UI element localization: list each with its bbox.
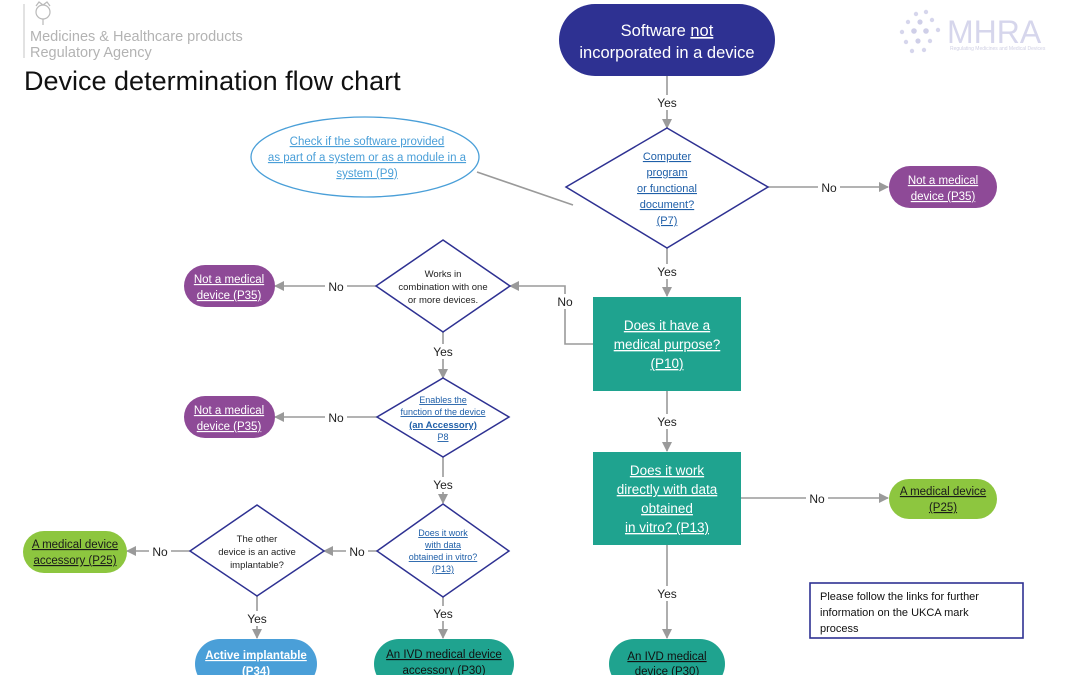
ai-line1: The other [237, 534, 278, 545]
cp-line5[interactable]: (P7) [657, 215, 678, 227]
accessory-result-node[interactable]: A medical device accessory (P25) [23, 531, 127, 573]
ivs-line3[interactable]: obtained in vitro? [409, 552, 478, 562]
active-implantable-decision: The other device is an active implantabl… [188, 504, 326, 597]
works-combination-decision: Works in combination with one or more de… [374, 239, 512, 333]
acc-line2[interactable]: function of the device [400, 407, 485, 417]
edge-label-cp-to-not: No [821, 181, 837, 195]
ivd-device-node[interactable]: An IVD medical device (P30) [609, 639, 725, 675]
edge-label-ivs-to-ivdacc: Yes [433, 607, 453, 621]
acc-line3[interactable]: (an Accessory) [409, 420, 477, 431]
note-line2: information on the UKCA mark [820, 607, 969, 619]
edge-label-ai-to-active: Yes [247, 612, 267, 626]
agency-name-line2: Regulatory Agency [30, 45, 152, 61]
iv-line4[interactable]: in vitro? (P13) [625, 520, 709, 535]
svg-text:Software not: Software not [621, 22, 714, 40]
agency-name-line1: Medicines & Healthcare products [30, 29, 243, 45]
edge-label-ivs-to-ai: No [349, 545, 365, 559]
mhra-logo: MHRA [947, 14, 1042, 50]
wc-line1: Works in [425, 269, 462, 280]
mhra-logo-tagline: Regulating Medicines and Medical Devices [950, 46, 1046, 52]
edge-label-start-to-cp: Yes [657, 96, 677, 110]
edge-system-check-link [476, 171, 574, 206]
not-medical-left1-line2[interactable]: device (P35) [197, 290, 262, 302]
edge-label-wc-to-acc: Yes [433, 345, 453, 359]
iv-line1[interactable]: Does it work [630, 463, 705, 478]
not-medical-device-top[interactable]: Not a medical device (P35) [889, 166, 997, 208]
cp-line3[interactable]: or functional [637, 183, 697, 195]
cp-line4[interactable]: document? [640, 199, 694, 211]
mp-line3[interactable]: (P10) [650, 356, 683, 371]
edge-label-ai-to-accres: No [152, 545, 168, 559]
ivs-line1[interactable]: Does it work [418, 528, 468, 538]
ivs-line4[interactable]: (P13) [432, 564, 454, 574]
mhra-dots-logo-icon [899, 9, 941, 54]
cp-line1[interactable]: Computer [643, 151, 692, 163]
ivdacc-line2[interactable]: accessory (P30) [402, 665, 485, 675]
note-line3: process [820, 623, 859, 635]
not-medical-left1-line1[interactable]: Not a medical [194, 274, 264, 286]
edge-label-mp-to-wc: No [557, 295, 573, 309]
system-check-line2[interactable]: as part of a system or as a module in a [268, 152, 467, 164]
edge-label-acc-to-not: No [328, 411, 344, 425]
active-line2[interactable]: (P34) [242, 666, 270, 675]
not-medical-device-left2[interactable]: Not a medical device (P35) [184, 396, 275, 438]
edge-labels: Yes No Yes No No Yes No Yes Yes No Yes N… [149, 95, 840, 626]
edge-label-mp-to-iv: Yes [657, 415, 677, 429]
start-text-pre: Software [621, 22, 691, 40]
not-medical-left2-line1[interactable]: Not a medical [194, 405, 264, 417]
not-medical-device-left1[interactable]: Not a medical device (P35) [184, 265, 275, 307]
acc-line4[interactable]: P8 [437, 432, 448, 442]
start-text-emph: not [690, 22, 713, 40]
accres-line2[interactable]: accessory (P25) [33, 555, 116, 567]
accessory-decision: Enables the function of the device (an A… [375, 377, 511, 458]
ivs-line2[interactable]: with data [424, 540, 461, 550]
mp-line2[interactable]: medical purpose? [614, 337, 721, 352]
not-medical-top-line2[interactable]: device (P35) [911, 191, 976, 203]
royal-crest-icon [35, 1, 51, 25]
ai-line3: implantable? [230, 560, 284, 571]
ivd-line1[interactable]: An IVD medical [627, 651, 706, 663]
edge-label-acc-to-ivs: Yes [433, 478, 453, 492]
edge-label-cp-to-mp: Yes [657, 265, 677, 279]
active-implantable-node[interactable]: Active implantable (P34) [195, 639, 317, 675]
computer-program-decision: Computer program or functional document?… [564, 127, 770, 249]
md-line2[interactable]: (P25) [929, 502, 957, 514]
system-check-node[interactable]: Check if the software provided as part o… [250, 116, 480, 198]
ai-line2: device is an active [218, 547, 296, 558]
start-node: Software not incorporated in a device [559, 4, 775, 76]
start-text-line2: incorporated in a device [579, 44, 754, 62]
edge-label-iv-to-ivd: Yes [657, 587, 677, 601]
iv-line3[interactable]: obtained [641, 501, 693, 516]
ivd-accessory-node[interactable]: An IVD medical device accessory (P30) [374, 639, 514, 675]
active-line1[interactable]: Active implantable [205, 650, 307, 662]
a-medical-device-node[interactable]: A medical device (P25) [889, 479, 997, 519]
ukca-note-box: Please follow the links for further info… [809, 582, 1024, 639]
ivd-line2[interactable]: device (P30) [635, 666, 700, 675]
in-vitro-node: Does it work directly with data obtained… [593, 452, 741, 545]
system-check-line1[interactable]: Check if the software provided [290, 136, 445, 148]
ivdacc-line1[interactable]: An IVD medical device [386, 649, 502, 661]
mp-line1[interactable]: Does it have a [624, 318, 711, 333]
acc-line1[interactable]: Enables the [419, 395, 467, 405]
wc-line3: or more devices. [408, 295, 478, 306]
accres-line1[interactable]: A medical device [32, 539, 118, 551]
edge-label-wc-to-not: No [328, 280, 344, 294]
in-vitro-small-decision: Does it work with data obtained in vitro… [375, 503, 511, 598]
not-medical-top-line1[interactable]: Not a medical [908, 175, 978, 187]
not-medical-left2-line2[interactable]: device (P35) [197, 421, 262, 433]
md-line1[interactable]: A medical device [900, 486, 986, 498]
edge-mp-to-wc [510, 285, 593, 345]
system-check-line3[interactable]: system (P9) [336, 168, 398, 180]
note-line1: Please follow the links for further [820, 591, 979, 603]
iv-line2[interactable]: directly with data [617, 482, 718, 497]
arrowheads [126, 119, 889, 639]
wc-line2: combination with one [398, 282, 487, 293]
cp-line2[interactable]: program [647, 167, 688, 179]
edge-label-iv-to-md: No [809, 492, 825, 506]
medical-purpose-node: Does it have a medical purpose? (P10) [593, 297, 741, 391]
page-title: Device determination flow chart [24, 66, 401, 96]
